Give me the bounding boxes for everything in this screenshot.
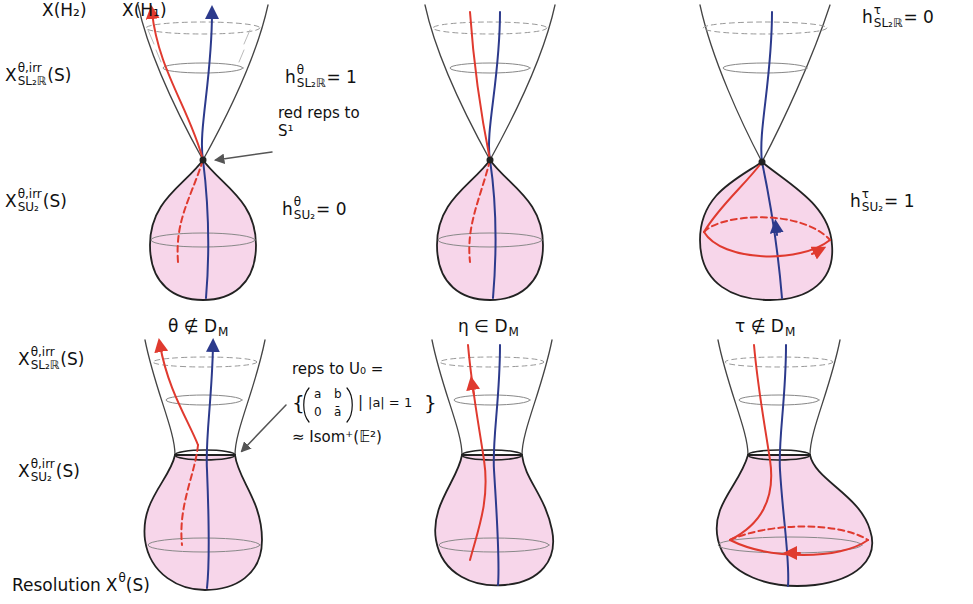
math-label: Xθ,irrSU₂(S): [18, 458, 80, 484]
math-text: 0: [314, 405, 322, 419]
math-label: θ ∉ DM: [168, 316, 228, 336]
math-text: τ ∉ D: [735, 316, 784, 336]
math-label: red reps to S¹: [278, 104, 360, 140]
math-text: θ: [297, 64, 326, 77]
math-text: {: [292, 391, 305, 415]
math-text: b: [334, 387, 342, 401]
math-label: hτSL₂ℝ= 0: [862, 4, 934, 30]
math-text: X(H₁): [122, 0, 167, 20]
bulb: [150, 160, 256, 300]
math-label: reps to U₀ =: [292, 360, 383, 378]
math-text: ≈ Isom⁺(𝔼²): [292, 428, 382, 446]
math-label: {: [292, 391, 305, 415]
math-text: X: [18, 349, 30, 369]
math-label: τ ∉ DM: [735, 316, 795, 336]
math-text: θ ∉ D: [168, 316, 217, 336]
math-label: hθSU₂= 0: [282, 196, 346, 222]
math-text: red reps to S¹: [278, 104, 360, 140]
math-text: = 1: [326, 67, 356, 87]
script-stack: θ,irrSU₂: [31, 458, 55, 484]
math-text: (S): [60, 349, 84, 369]
math-text: SU₂: [862, 201, 883, 214]
math-label: Xθ,irrSU₂(S): [5, 188, 67, 214]
math-text: η ∈ D: [458, 316, 507, 336]
math-text: θ,irr: [31, 458, 55, 471]
math-text: θ: [118, 571, 125, 585]
math-text: SL₂ℝ: [18, 75, 47, 88]
math-text: h: [285, 67, 296, 87]
math-label: X(H₂): [42, 0, 87, 20]
math-text: h: [850, 191, 861, 211]
math-text: (S): [47, 65, 71, 85]
math-text: Resolution: [12, 575, 101, 595]
math-text: = 1: [884, 191, 914, 211]
script-stack: θSU₂: [294, 196, 315, 222]
math-text: (S): [56, 461, 80, 481]
math-label: b: [334, 387, 342, 401]
math-text: θ,irr: [31, 346, 60, 359]
math-text: τ: [874, 4, 903, 17]
math-label: |: [358, 393, 363, 411]
math-text: (S): [126, 575, 150, 595]
math-label: ā: [334, 405, 341, 419]
math-label: 0: [314, 405, 322, 419]
math-text: θ: [294, 196, 315, 209]
math-text: SL₂ℝ: [297, 77, 326, 90]
script-stack: θ,irrSL₂ℝ: [18, 62, 47, 88]
math-label: η ∈ DM: [458, 316, 519, 336]
math-label: |a| = 1: [368, 395, 412, 411]
math-text: SU₂: [18, 201, 42, 214]
math-text: M: [785, 325, 795, 339]
math-label: Xθ,irrSL₂ℝ(S): [5, 62, 71, 88]
math-text: a: [314, 387, 321, 401]
math-label: ≈ Isom⁺(𝔼²): [292, 428, 382, 446]
script-stack: τSU₂: [862, 188, 883, 214]
math-text: = 0: [316, 199, 346, 219]
math-text: h: [282, 199, 293, 219]
script-stack: τSL₂ℝ: [874, 4, 903, 30]
math-text: = 0: [903, 7, 933, 27]
math-text: X: [18, 461, 30, 481]
script-stack: θ,irrSL₂ℝ: [31, 346, 60, 372]
math-text: X: [5, 65, 17, 85]
math-text: SL₂ℝ: [31, 359, 60, 372]
math-label: Xθ,irrSL₂ℝ(S): [18, 346, 84, 372]
math-text: X: [106, 575, 118, 595]
math-text: θ,irr: [18, 62, 47, 75]
math-text: X: [5, 191, 17, 211]
math-text: θ,irr: [18, 188, 42, 201]
math-text: SU₂: [294, 209, 315, 222]
math-text: M: [508, 325, 518, 339]
math-text: reps to U₀ =: [292, 360, 383, 378]
math-label: X(H₁): [122, 0, 167, 20]
math-text: }: [424, 391, 437, 415]
script-stack: θSL₂ℝ: [297, 64, 326, 90]
math-label: }: [424, 391, 437, 415]
math-text: SL₂ℝ: [874, 17, 903, 30]
math-label: hτSU₂= 1: [850, 188, 914, 214]
math-text: X(H₂): [42, 0, 87, 20]
script-stack: θ,irrSU₂: [18, 188, 42, 214]
math-label: hθSL₂ℝ= 1: [285, 64, 357, 90]
math-label: ResolutionXθ(S): [12, 575, 150, 595]
math-label: a: [314, 387, 321, 401]
math-text: h: [862, 7, 873, 27]
math-text: |a| = 1: [368, 395, 412, 411]
math-text: τ: [862, 188, 883, 201]
math-text: SU₂: [31, 471, 55, 484]
math-text: |: [358, 393, 363, 411]
math-text: M: [218, 325, 228, 339]
math-text: ā: [334, 405, 341, 419]
math-text: (S): [43, 191, 67, 211]
